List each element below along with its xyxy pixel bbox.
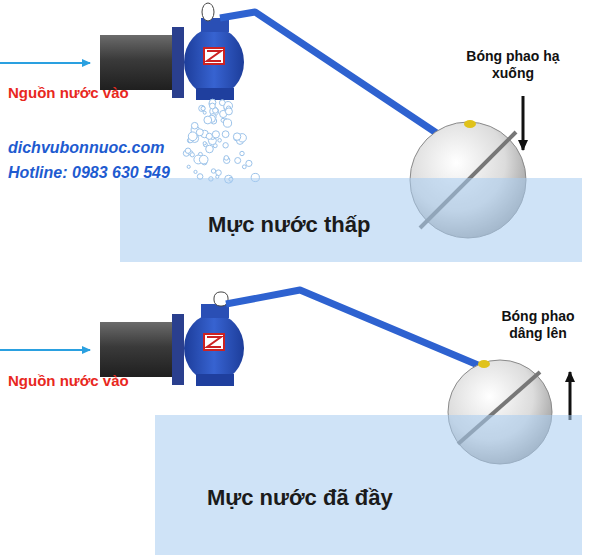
spray-drop <box>225 108 232 115</box>
spray-drop <box>194 170 197 173</box>
water-band: Mực nước đã đầy <box>155 415 582 555</box>
valve-logo <box>204 48 224 64</box>
valve-outlet <box>196 88 234 100</box>
water-level-label: Mực nước thấp <box>208 212 370 238</box>
spray-drop <box>219 100 225 106</box>
spray-drop <box>212 131 219 138</box>
ball-label: Bóng phao hạ xuống <box>466 48 560 82</box>
spray-drop <box>201 106 205 110</box>
water-band: Mực nước thấp <box>120 178 582 262</box>
valve-logo-mark <box>207 337 221 347</box>
hotline-label: Hotline: 0983 630 549 <box>8 163 170 182</box>
valve-body <box>184 28 244 96</box>
spray-drop <box>204 116 212 124</box>
ball-label: Bóng phao dâng lên <box>490 308 586 342</box>
website-label: dichvubonnuoc.com <box>8 138 164 157</box>
water-level-label: Mực nước đã đầy <box>207 485 393 511</box>
spray-drop <box>211 169 215 173</box>
valve-body <box>184 314 244 382</box>
spray-drop <box>233 133 240 140</box>
spray-drop <box>196 129 203 136</box>
valve-outlet <box>196 374 234 386</box>
valve-logo-mark <box>207 51 221 61</box>
spray-drop <box>199 105 205 111</box>
inflow-arrow <box>0 62 90 64</box>
spray-drop <box>218 139 222 143</box>
pipe-flange <box>172 314 184 385</box>
spray-drop <box>203 111 206 114</box>
spray-drop <box>206 145 214 153</box>
spray-drop <box>235 158 241 164</box>
valve-bonnet <box>201 304 229 318</box>
spray-drop <box>223 143 228 148</box>
spray-drop <box>216 170 222 176</box>
valve-indicator <box>202 3 214 21</box>
valve-indicator <box>214 292 228 306</box>
pipe-flange <box>172 27 184 98</box>
ball-cap <box>464 120 476 128</box>
spray-drop <box>185 148 190 153</box>
spray-drop <box>240 151 244 155</box>
ball-cap <box>478 360 490 368</box>
inflow-label: Nguồn nước vào <box>8 372 129 390</box>
spray-drop <box>242 165 246 169</box>
inflow-label: Nguồn nước vào <box>8 84 129 102</box>
spray-drop <box>190 153 194 157</box>
spray-drop <box>210 103 216 109</box>
spray-drop <box>203 142 206 145</box>
valve-logo <box>204 334 224 350</box>
spray-drop <box>223 119 231 127</box>
spray-drop <box>187 165 190 168</box>
spray-drop <box>224 156 229 161</box>
inflow-arrow <box>0 349 90 351</box>
spray-drop <box>188 132 197 141</box>
up-arrow <box>569 372 572 420</box>
spray-drop <box>199 155 208 164</box>
inlet-pipe <box>100 322 174 377</box>
inlet-pipe <box>100 35 174 90</box>
water-spray <box>183 99 259 183</box>
spray-drop <box>191 122 198 129</box>
lever-arm <box>220 12 462 150</box>
spray-drop <box>222 131 229 138</box>
spray-drop <box>246 160 252 166</box>
spray-drop <box>206 133 212 139</box>
down-arrow <box>522 96 525 150</box>
lever-arm <box>226 290 485 368</box>
